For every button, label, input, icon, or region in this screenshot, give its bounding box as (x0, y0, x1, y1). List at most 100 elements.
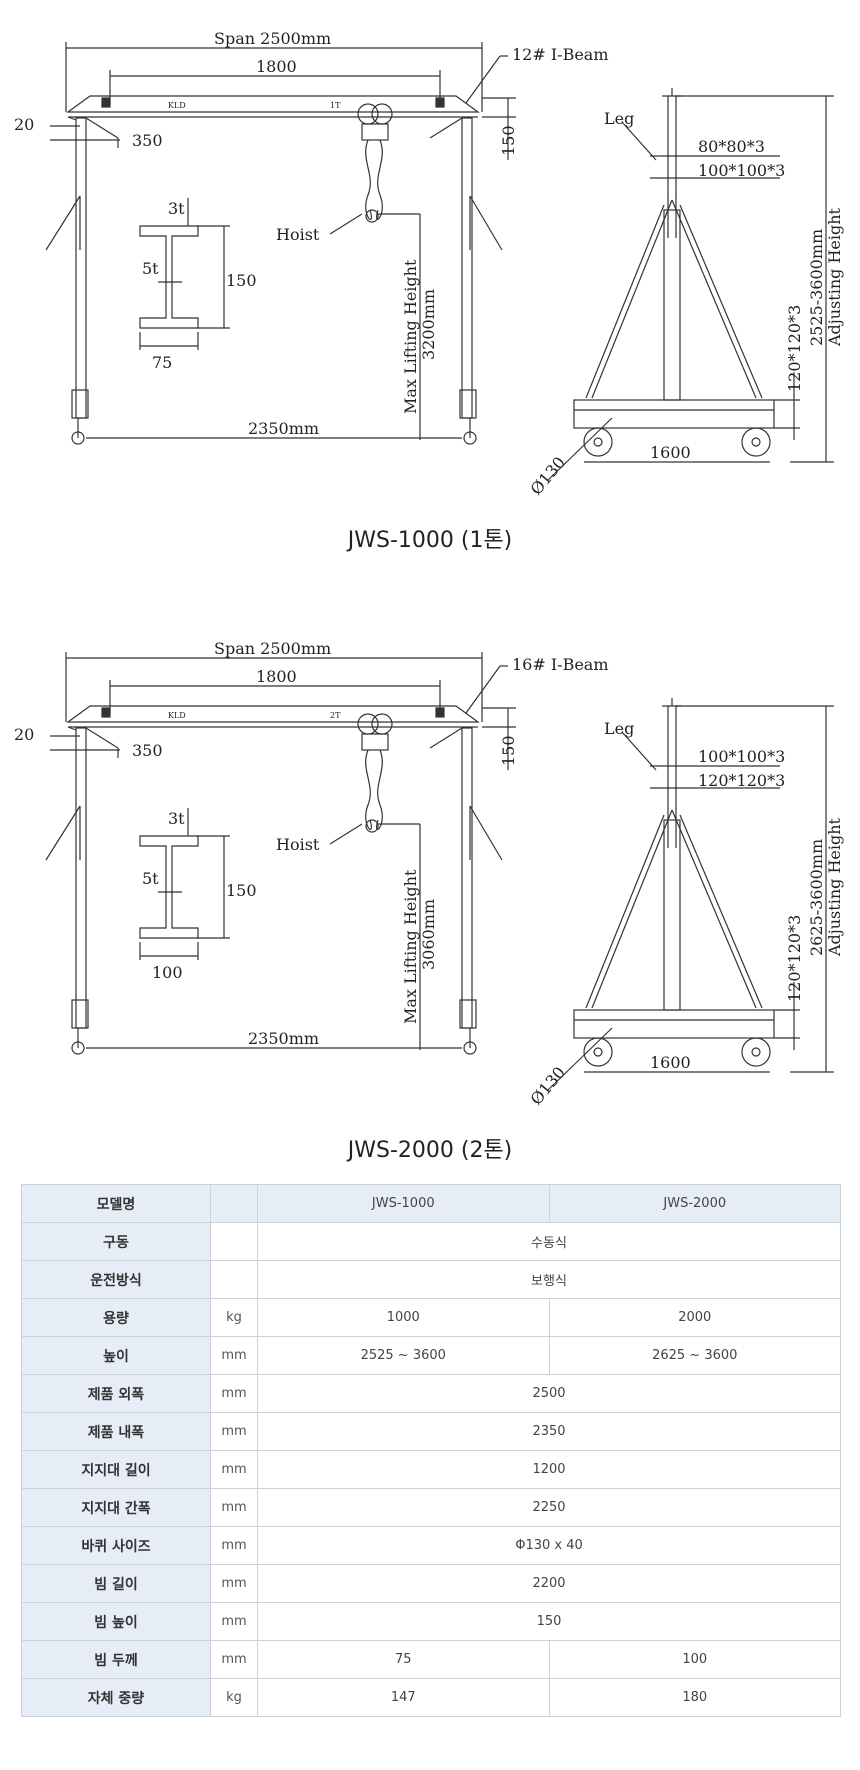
right-height-label: 150 (499, 125, 518, 156)
ibeam-width-label: 100 (152, 963, 183, 982)
spec-label: 지지대 간폭 (21, 1488, 211, 1527)
spec-value: JWS-2000 (548, 1184, 841, 1223)
beam-mark-right: 2T (330, 711, 341, 720)
spec-value: 2250 (257, 1488, 841, 1527)
tube-outer-label: 120*120*3 (698, 771, 785, 790)
right-leg (461, 727, 473, 1029)
ibeam-width-label: 75 (152, 353, 172, 372)
base-wheel-left-icon (583, 427, 613, 457)
spec-unit: mm (210, 1602, 258, 1641)
spec-unit: mm (210, 1488, 258, 1527)
spec-unit: mm (210, 1640, 258, 1679)
ibeam-height-label: 150 (226, 271, 257, 290)
spec-label: 제품 내폭 (21, 1412, 211, 1451)
spec-label: 빔 높이 (21, 1602, 211, 1641)
spec-value: JWS-1000 (257, 1184, 550, 1223)
spec-unit: mm (210, 1412, 258, 1451)
beam-mark-left: KLD (168, 101, 186, 110)
tube-inner-label: 100*100*3 (698, 747, 785, 766)
base-length-label: 1600 (650, 1053, 691, 1072)
adjust-height-label: Adjusting Height (825, 207, 844, 347)
ibeam-label: 12# I-Beam (512, 45, 609, 64)
i-beam-top (66, 705, 480, 723)
base-frame (573, 1009, 775, 1039)
web-thickness-label: 5t (142, 259, 159, 278)
span-label: Span 2500mm (214, 29, 331, 48)
spec-unit: mm (210, 1526, 258, 1565)
adjust-height-label: Adjusting Height (825, 817, 844, 957)
right-height-label: 150 (499, 735, 518, 766)
leg-label: Leg (604, 109, 634, 128)
i-beam-top (66, 95, 480, 113)
spec-label: 높이 (21, 1336, 211, 1375)
spec-label: 구동 (21, 1222, 211, 1261)
spec-label: 용량 (21, 1298, 211, 1337)
spec-value: 보행식 (257, 1260, 841, 1299)
spec-value: 2200 (257, 1564, 841, 1603)
adjust-value-label: 2525-3600mm (807, 229, 826, 346)
base-frame (573, 399, 775, 429)
beam-length-label: 1800 (256, 667, 297, 686)
beam-mark-left: KLD (168, 711, 186, 720)
hook-icon (365, 819, 379, 833)
spec-value: 수동식 (257, 1222, 841, 1261)
hook-icon (365, 209, 379, 223)
left-leg (75, 117, 87, 419)
spec-value: 75 (257, 1640, 550, 1679)
tube-outer-label: 100*100*3 (698, 161, 785, 180)
wheel-diameter-label: Ø130 (527, 453, 570, 499)
caption-jws-1000: JWS-1000 (1톤) (347, 528, 513, 553)
web-thickness-label: 5t (142, 869, 159, 888)
spec-label: 빔 길이 (21, 1564, 211, 1603)
base-wheel-left-icon (583, 1037, 613, 1067)
spec-unit: mm (210, 1336, 258, 1375)
hoist-chain (365, 139, 372, 221)
span-label: Span 2500mm (214, 639, 331, 658)
spec-unit (210, 1222, 258, 1261)
hoist-chain (365, 749, 372, 831)
drawing-jws-1000: Span 2500mm 1800 12# I-Beam 20 350 150 K… (0, 0, 860, 560)
flange-thickness-label: 3t (168, 809, 185, 828)
spec-unit: kg (210, 1678, 258, 1717)
tube-inner-label: 80*80*3 (698, 137, 765, 156)
spec-value: 150 (257, 1602, 841, 1641)
side-brace-left (591, 199, 673, 399)
base-wheel-right-icon (741, 427, 771, 457)
base-length-label: 1600 (650, 443, 691, 462)
base-wheel-right-icon (741, 1037, 771, 1067)
hoist-label: Hoist (276, 835, 320, 854)
beam-mark-right: 1T (330, 101, 341, 110)
spec-unit (210, 1260, 258, 1299)
spec-label: 제품 외폭 (21, 1374, 211, 1413)
spec-value: 147 (257, 1678, 550, 1717)
spec-label: 지지대 길이 (21, 1450, 211, 1489)
inner-offset-label: 350 (132, 741, 163, 760)
bottom-dimension-label: 2350mm (248, 419, 319, 438)
spec-label: 운전방식 (21, 1260, 211, 1299)
spec-label: 빔 두께 (21, 1640, 211, 1679)
left-offset-label: 20 (14, 115, 34, 134)
spec-label: 자체 중량 (21, 1678, 211, 1717)
spec-value: 2500 (257, 1374, 841, 1413)
flange-thickness-label: 3t (168, 199, 185, 218)
ibeam-height-label: 150 (226, 881, 257, 900)
max-lift-label: Max Lifting Height (401, 259, 420, 414)
spec-label: 바퀴 사이즈 (21, 1526, 211, 1565)
max-lift-value: 3200mm (419, 289, 438, 360)
spec-value: 2525 ~ 3600 (257, 1336, 550, 1375)
side-brace-right (671, 199, 757, 399)
spec-value: 100 (548, 1640, 841, 1679)
spec-unit (210, 1184, 258, 1223)
wheel-diameter-label: Ø130 (527, 1063, 570, 1109)
max-lift-value: 3060mm (419, 899, 438, 970)
spec-unit: mm (210, 1374, 258, 1413)
beam-length-label: 1800 (256, 57, 297, 76)
